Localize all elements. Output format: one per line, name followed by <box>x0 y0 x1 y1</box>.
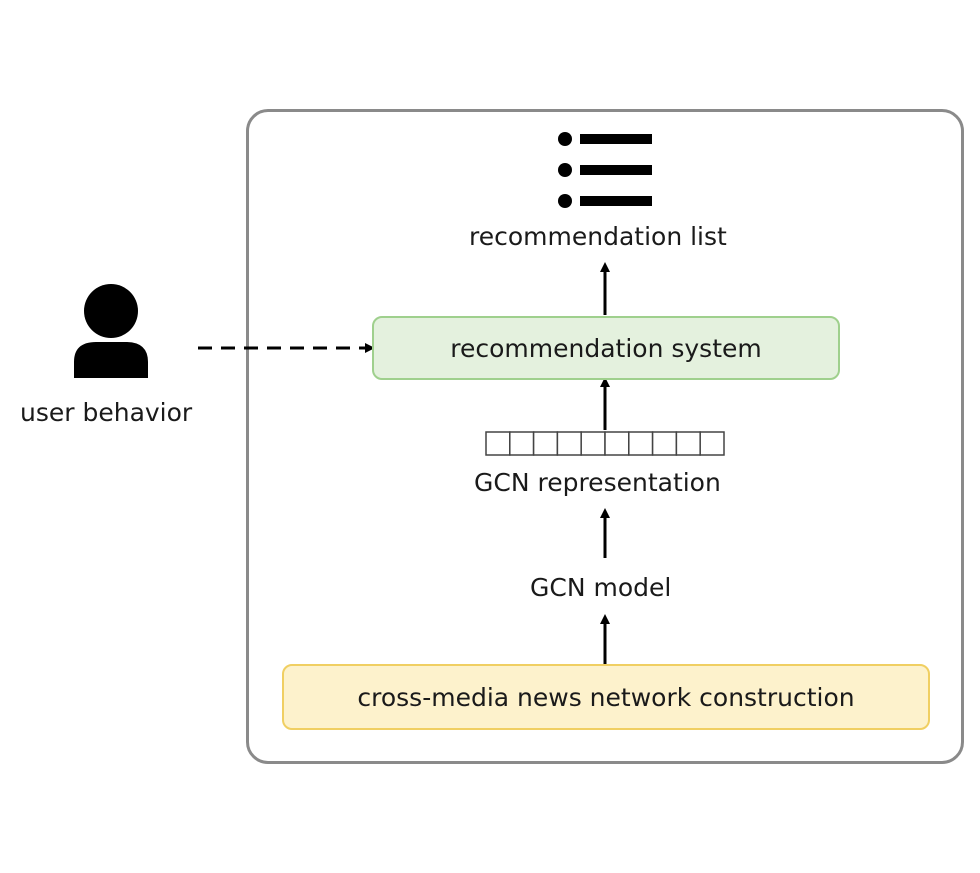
gcn-representation-label: GCN representation <box>474 468 721 497</box>
user-behavior-label: user behavior <box>20 398 193 427</box>
bullet-list-icon <box>558 132 652 208</box>
vector-cell <box>628 431 654 456</box>
recommendation-system-box: recommendation system <box>372 316 840 380</box>
vector-cell <box>580 431 606 456</box>
representation-vector <box>485 431 725 456</box>
vector-cell <box>485 431 511 456</box>
user-silhouette-icon <box>74 284 148 378</box>
vector-cell <box>699 431 725 456</box>
vector-cell <box>532 431 559 456</box>
recommendation-list-label: recommendation list <box>469 222 727 251</box>
vector-cell <box>556 431 582 456</box>
gcn-model-label: GCN model <box>530 573 672 602</box>
news-network-construction-box: cross-media news network construction <box>282 664 930 730</box>
recommendation-system-label: recommendation system <box>450 333 762 363</box>
pipeline-frame <box>246 109 964 764</box>
vector-cell <box>651 431 678 456</box>
news-network-construction-label: cross-media news network construction <box>357 682 855 712</box>
vector-cell <box>509 431 535 456</box>
vector-cell <box>604 431 630 456</box>
vector-cell <box>675 431 701 456</box>
